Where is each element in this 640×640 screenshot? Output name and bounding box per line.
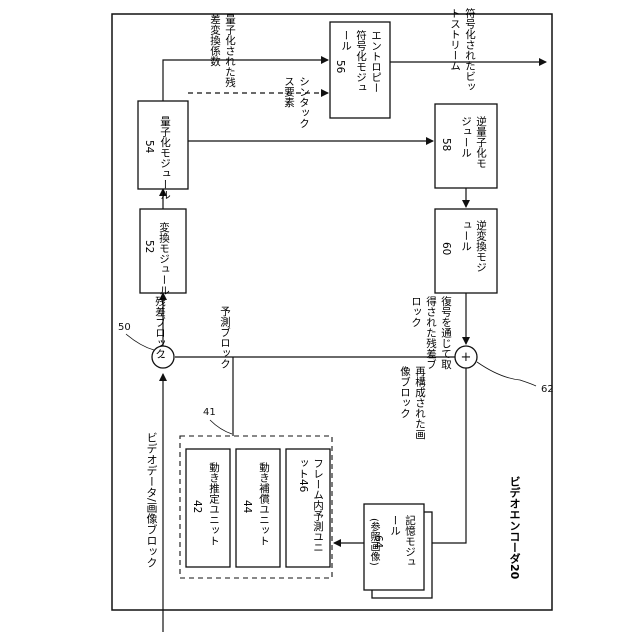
motion-est-name: 動き推定ユニット bbox=[207, 462, 222, 546]
transform-module-num: 52 bbox=[143, 240, 155, 253]
quantized-coeff-label: 量子化された残差変換係数 bbox=[208, 14, 238, 94]
dequant-module-num: 58 bbox=[440, 138, 452, 151]
residual-label: 残差ブロック bbox=[140, 296, 168, 359]
transform-module-name: 変換モジュール bbox=[157, 222, 172, 296]
motion-comp-name: 動き補償ユニット bbox=[257, 462, 272, 546]
invtrans-module-name: 逆変換モジュール bbox=[459, 220, 489, 280]
memory-module-name: 記憶モジュール bbox=[388, 515, 418, 575]
bitstream-label: 符号化されたビットストリーム bbox=[448, 8, 478, 98]
entropy-module-name: エントロピー符号化モジュール bbox=[348, 30, 384, 96]
intra-name: フレーム内予測ユニット46 bbox=[296, 458, 326, 562]
memory-module-note: (参照画像) bbox=[366, 518, 381, 566]
motion-comp-num: 44 bbox=[241, 500, 253, 513]
motion-est-num: 42 bbox=[191, 500, 203, 513]
entropy-module-num: 56 bbox=[334, 60, 346, 73]
invtrans-module-num: 60 bbox=[440, 242, 452, 255]
encoder-label: ビデオエンコーダ20 bbox=[506, 476, 522, 579]
quantize-module-num: 54 bbox=[143, 140, 155, 153]
quantize-module-name: 量子化モジュール bbox=[158, 116, 173, 200]
prediction-label: 予測ブロック bbox=[218, 306, 233, 369]
recon-block-label: 再構成された画像ブロック bbox=[394, 366, 428, 442]
dequant-module-name: 逆量子化モジュール bbox=[459, 116, 489, 176]
input-label: ビデオデータ/画像ブロック bbox=[143, 432, 159, 568]
recon-residual-label: 復号を通じて取得された残差ブロック bbox=[404, 296, 454, 372]
syntax-label: シンタックス要素 bbox=[282, 76, 312, 136]
